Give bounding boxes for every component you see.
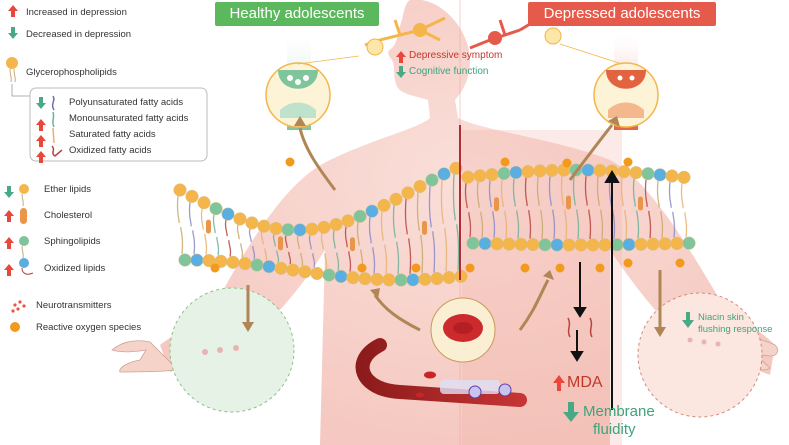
depressed-arm-spots (687, 337, 721, 347)
legend-ros-label: Reactive oxygen species (36, 322, 142, 333)
oxidized-lipid-squiggles (567, 317, 593, 338)
niacin-line2-label: flushing response (698, 324, 773, 335)
neuron-link-right (559, 43, 623, 65)
legend-mufa-label: Monounsaturated fatty acids (69, 113, 189, 124)
cognitive-down-arrow-icon (396, 66, 406, 78)
left-hand (111, 340, 179, 373)
healthy-synapse (265, 62, 331, 128)
legend-pufa-label: Polyunsaturated fatty acids (69, 97, 184, 108)
neuron-healthy (364, 16, 446, 56)
legend-oxfa-label: Oxidized fatty acids (69, 145, 152, 156)
legend-down-arrow-icon (8, 27, 18, 39)
depressed-skin-circle (637, 292, 763, 418)
mda-pathway-arrows (570, 170, 620, 410)
mda-up-arrow-icon (553, 375, 565, 391)
arrowheads (242, 116, 666, 337)
mda-label: MDA (567, 374, 603, 391)
depressive-symptom-label: Depressive symptom (409, 50, 503, 61)
membrane-line1-label: Membrane (583, 403, 655, 420)
neuron-link-left (297, 55, 360, 65)
legend-decreased-label: Decreased in depression (26, 29, 132, 40)
membrane-line2-label: fluidity (593, 421, 636, 438)
cognitive-function-label: Cognitive function (409, 66, 489, 77)
legend-oxidized-lipids-label: Oxidized lipids (44, 263, 106, 274)
legend-sphingolipids-label: Sphingolipids (44, 236, 101, 247)
niacin-down-arrow-icon (682, 312, 694, 328)
healthy-adolescents-title: Healthy adolescents (215, 2, 379, 26)
ros-markers (210, 157, 685, 273)
healthy-skin-circle (169, 287, 295, 413)
legend-glycerophospholipids-label: Glycerophospholipids (26, 67, 117, 78)
fatty-acid-box (29, 87, 208, 162)
rbc-zoom (430, 297, 496, 363)
healthy-arm-spots (202, 345, 239, 355)
blood-vessel (355, 335, 527, 407)
niacin-line1-label: Niacin skin (698, 312, 744, 323)
legend-ether-lipids-label: Ether lipids (44, 184, 91, 195)
legend-increased-label: Increased in depression (26, 7, 127, 18)
lipid-bilayer-membrane (173, 161, 696, 287)
legend-up-arrow-icon (8, 5, 18, 17)
legend-graphics (4, 5, 208, 332)
ros-legend-icon (10, 322, 20, 332)
membrane-down-arrow-icon (563, 402, 579, 422)
legend-neurotransmitters-label: Neurotransmitters (36, 300, 112, 311)
membrane-arrows (246, 124, 662, 332)
depressed-synapse (593, 62, 659, 128)
legend-cholesterol-label: Cholesterol (44, 210, 93, 221)
legend-sfa-label: Saturated fatty acids (69, 129, 156, 140)
depressive-up-arrow-icon (396, 51, 406, 63)
depressed-adolescents-title: Depressed adolescents (528, 2, 716, 26)
glycerophospholipid-icon (6, 57, 18, 69)
